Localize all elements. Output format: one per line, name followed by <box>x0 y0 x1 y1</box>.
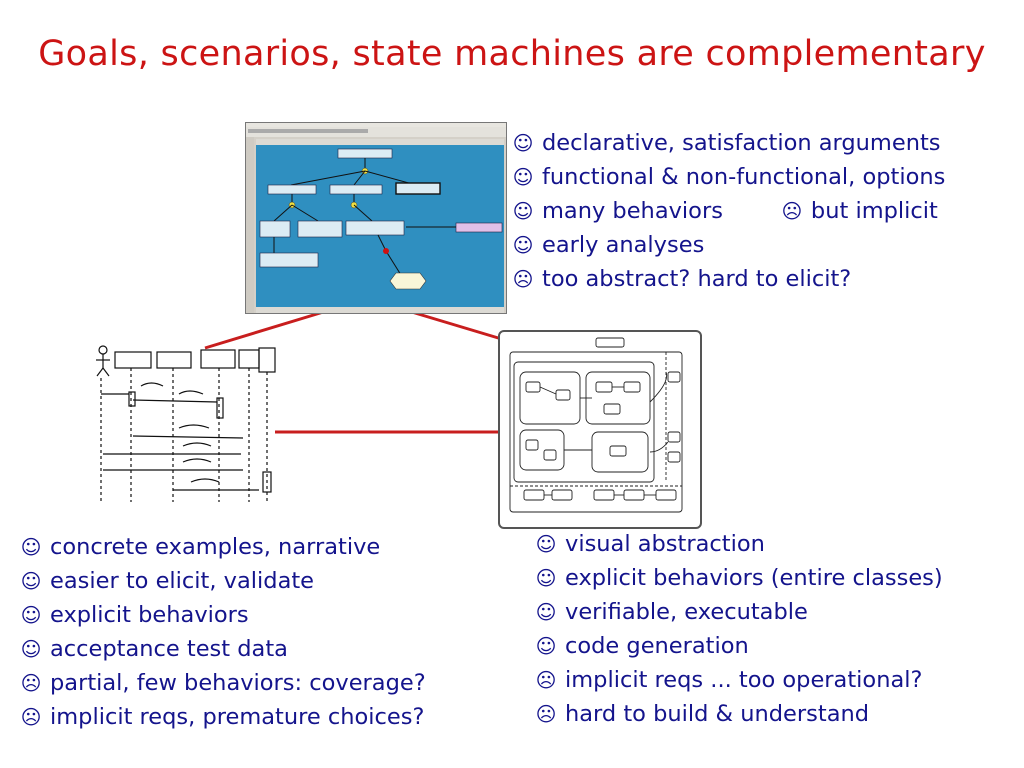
list-item: ☺ declarative, satisfaction arguments <box>512 126 945 160</box>
list-item: ☺ verifiable, executable <box>535 595 943 629</box>
list-item: ☺ concrete examples, narrative <box>20 530 426 564</box>
smiley-icon: ☺ <box>535 600 557 624</box>
state-machine-point-text: visual abstraction <box>565 531 765 557</box>
frown-icon: ☹ <box>20 705 42 729</box>
list-item: ☹ implicit reqs, premature choices? <box>20 700 426 734</box>
smiley-icon: ☺ <box>20 535 42 559</box>
list-item: ☺ functional & non-functional, options <box>512 160 946 194</box>
slide-title: Goals, scenarios, state machines are com… <box>38 34 986 74</box>
goal-point-text: functional & non-functional, options <box>542 164 946 190</box>
state-machine-diagram <box>498 330 702 529</box>
list-item: ☺ many behaviors ☹ but implicit <box>512 194 945 228</box>
list-item: ☺ acceptance test data <box>20 632 426 666</box>
goal-point-text: too abstract? hard to elicit? <box>542 266 852 292</box>
smiley-icon: ☺ <box>20 637 42 661</box>
scenario-point-text: concrete examples, narrative <box>50 534 381 560</box>
frown-icon: ☹ <box>512 267 534 291</box>
scenarios-bullet-list: ☺ concrete examples, narrative ☺ easier to… <box>20 530 426 734</box>
frown-icon: ☹ <box>781 199 803 223</box>
list-item: ☺ code generation <box>535 629 943 663</box>
frown-icon: ☹ <box>535 702 557 726</box>
goal-point-text: declarative, satisfaction arguments <box>542 130 941 156</box>
list-item: ☺ visual abstraction <box>535 527 943 561</box>
goal-model-screenshot <box>245 122 507 314</box>
smiley-icon: ☺ <box>535 532 557 556</box>
list-item: ☹ too abstract? hard to elicit? <box>512 262 945 296</box>
smiley-icon: ☺ <box>512 165 534 189</box>
goal-point-text: early analyses <box>542 232 705 258</box>
list-item: ☹ hard to build & understand <box>535 697 943 731</box>
list-item: ☹ implicit reqs ... too operational? <box>535 663 943 697</box>
state-machine-point-text: hard to build & understand <box>565 701 870 727</box>
state-machine-point-text: implicit reqs ... too operational? <box>565 667 923 693</box>
smiley-icon: ☺ <box>512 199 534 223</box>
goal-point-extra-text: but implicit <box>810 198 938 224</box>
scenario-sketch <box>93 342 283 517</box>
scenario-point-text: implicit reqs, premature choices? <box>50 704 425 730</box>
list-item: ☺ early analyses <box>512 228 945 262</box>
state-machine-point-text: code generation <box>565 633 749 659</box>
scenario-point-text: acceptance test data <box>50 636 288 662</box>
scenario-point-text: easier to elicit, validate <box>50 568 315 594</box>
goal-point-text: many behaviors <box>542 198 723 224</box>
smiley-icon: ☺ <box>535 634 557 658</box>
frown-icon: ☹ <box>535 668 557 692</box>
list-item: ☺ easier to elicit, validate <box>20 564 426 598</box>
smiley-icon: ☺ <box>512 131 534 155</box>
goals-bullet-list: ☺ declarative, satisfaction arguments ☺ fu… <box>512 126 946 296</box>
smiley-icon: ☺ <box>535 566 557 590</box>
list-item: ☺ explicit behaviors (entire classes) <box>535 561 943 595</box>
smiley-icon: ☺ <box>20 603 42 627</box>
list-item: ☹ partial, few behaviors: coverage? <box>20 666 426 700</box>
state-machine-point-text: explicit behaviors (entire classes) <box>565 565 943 591</box>
list-item: ☺ explicit behaviors <box>20 598 426 632</box>
smiley-icon: ☺ <box>512 233 534 257</box>
state-machines-bullet-list: ☺ visual abstraction ☺ explicit behaviors … <box>535 527 943 731</box>
scenario-point-text: explicit behaviors <box>50 602 249 628</box>
scenario-point-text: partial, few behaviors: coverage? <box>50 670 426 696</box>
state-machine-point-text: verifiable, executable <box>565 599 808 625</box>
smiley-icon: ☺ <box>20 569 42 593</box>
frown-icon: ☹ <box>20 671 42 695</box>
